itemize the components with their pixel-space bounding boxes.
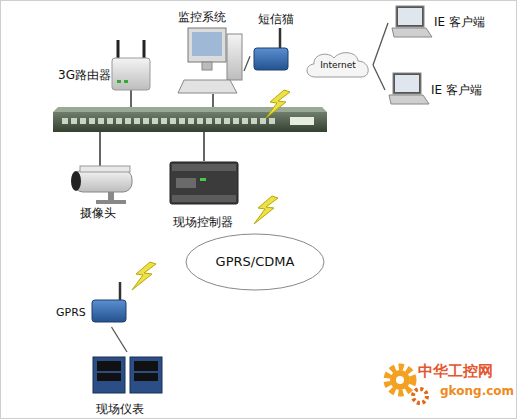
watermark-gear-hole [418, 394, 422, 398]
camera-node: 摄像头 [66, 162, 134, 220]
modem-antenna [119, 282, 122, 302]
camera-lens [71, 171, 81, 191]
gprs-modem [92, 300, 126, 322]
connector-line [112, 327, 128, 352]
network-cable [99, 132, 101, 168]
laptop [389, 73, 429, 104]
laptop [392, 6, 432, 37]
meter-display [134, 361, 158, 371]
watermark-text: gkong.com [440, 384, 514, 398]
node-label: 现场控制器 [173, 215, 233, 229]
router-led [124, 80, 128, 83]
client-node: IE 客户端 [388, 5, 493, 41]
watermark-gear [390, 370, 410, 390]
network-ellipse: GPRS/CDMA [185, 233, 325, 291]
node-label: GPRS [56, 306, 86, 320]
node-label: 3G路由器 [58, 68, 111, 82]
controller-node: 现场控制器 [165, 155, 245, 230]
meter-display [97, 373, 121, 381]
router-body [112, 58, 150, 90]
meter [130, 357, 162, 393]
laptop-display [398, 8, 422, 25]
sms-modem [254, 48, 288, 70]
laptop-display [395, 75, 419, 92]
switch-ports [62, 118, 278, 127]
computer-node: 监控系统 [178, 8, 244, 98]
router-led [117, 80, 121, 83]
node-label: IE 客户端 [434, 15, 485, 29]
field-controller [170, 162, 238, 204]
wireless-bolt [266, 90, 290, 118]
monitor-stand [202, 62, 212, 70]
instrument-node: 现场仪表 [88, 352, 166, 417]
node-label: IE 客户端 [431, 83, 482, 97]
modem-node: 短信猫 [250, 10, 300, 76]
network-ellipse-outline [186, 234, 324, 290]
laptop-base [389, 95, 429, 104]
modem-antenna [279, 28, 282, 50]
node-label: Internet [303, 59, 373, 71]
connector-line [373, 23, 388, 65]
meter-display [134, 373, 158, 381]
wireless-bolt [254, 196, 278, 224]
client-node: IE 客户端 [385, 72, 493, 108]
network-cable [203, 132, 205, 161]
controller-led [200, 178, 206, 181]
monitor-screen [192, 32, 222, 56]
controller-terminals [172, 195, 236, 202]
connector-line [244, 56, 250, 71]
node-label: 现场仪表 [96, 402, 144, 416]
keyboard [178, 80, 237, 93]
meter-display [97, 361, 121, 371]
laptop-screen [393, 73, 421, 94]
node-label: 摄像头 [80, 206, 116, 220]
controller-terminals [172, 164, 236, 171]
camera-body [74, 170, 132, 192]
node-label: GPRS/CDMA [185, 254, 325, 270]
watermark-gear-hole [396, 376, 404, 384]
monitor [188, 28, 226, 62]
gprs-node: GPRS [56, 282, 130, 327]
camera-hood [80, 166, 130, 172]
switch-top [53, 107, 327, 112]
meter [93, 357, 125, 393]
pc-tower [227, 34, 242, 80]
node-label: 短信猫 [258, 12, 294, 26]
cloud-node: Internet [303, 50, 373, 80]
wireless-bolt [132, 262, 156, 290]
connector-line [373, 65, 385, 90]
camera-mount [96, 200, 126, 204]
laptop-base [392, 28, 432, 37]
switch-logo [290, 117, 314, 125]
network-switch [53, 112, 327, 132]
watermark-gear [387, 367, 413, 393]
node-label: 监控系统 [178, 10, 226, 24]
laptop-screen [396, 6, 424, 27]
controller-panel [176, 178, 196, 188]
router-node: 3G路由器 [58, 38, 153, 93]
watermark-gear [413, 389, 427, 403]
watermark-text: 中华工控网 [418, 362, 493, 381]
